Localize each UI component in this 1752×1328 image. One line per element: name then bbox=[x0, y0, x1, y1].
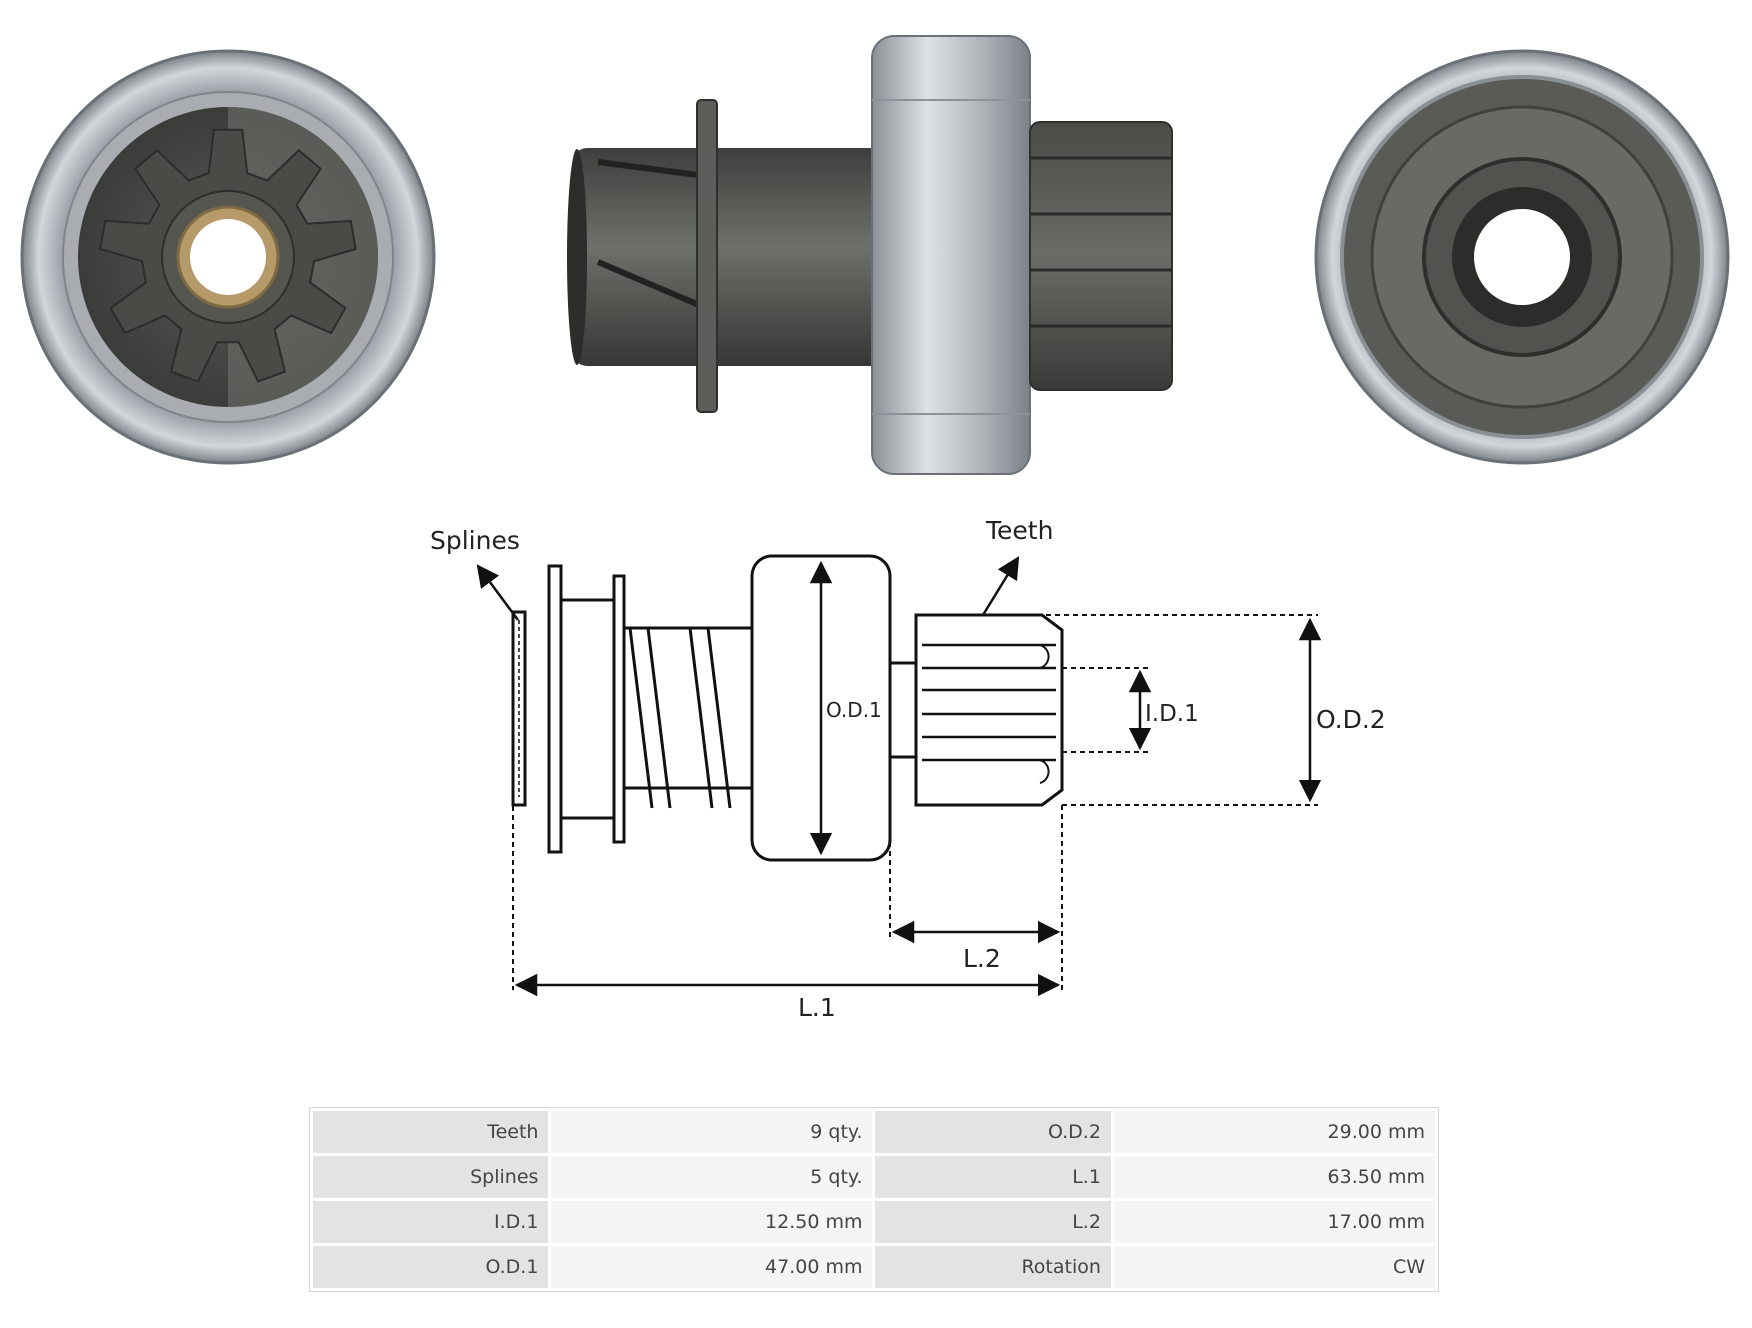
spec-name: O.D.1 bbox=[313, 1246, 549, 1288]
dimension-lines bbox=[476, 556, 1322, 997]
rear-view-photo bbox=[1314, 49, 1730, 465]
spec-value: 5 qty. bbox=[551, 1156, 873, 1198]
spec-name: L.1 bbox=[875, 1156, 1111, 1198]
od1-label: O.D.1 bbox=[826, 698, 882, 722]
spec-value: 17.00 mm bbox=[1113, 1201, 1435, 1243]
od2-label: O.D.2 bbox=[1316, 705, 1386, 734]
spec-name: I.D.1 bbox=[313, 1201, 549, 1243]
teeth-label: Teeth bbox=[985, 516, 1053, 545]
side-view-photo bbox=[567, 35, 1173, 475]
spec-value: 29.00 mm bbox=[1113, 1111, 1435, 1153]
splines-label: Splines bbox=[430, 526, 520, 555]
l1-label: L.1 bbox=[798, 993, 836, 1022]
spec-value: 12.50 mm bbox=[551, 1201, 873, 1243]
l2-label: L.2 bbox=[963, 944, 1001, 973]
spec-value: 47.00 mm bbox=[551, 1246, 873, 1288]
spec-name: L.2 bbox=[875, 1201, 1111, 1243]
front-view-photo bbox=[20, 49, 436, 465]
spec-name: Teeth bbox=[313, 1111, 549, 1153]
spec-value: 9 qty. bbox=[551, 1111, 873, 1153]
spec-name: O.D.2 bbox=[875, 1111, 1111, 1153]
id1-label: I.D.1 bbox=[1145, 701, 1199, 727]
spec-value: 63.50 mm bbox=[1113, 1156, 1435, 1198]
dimension-drawing bbox=[511, 554, 1064, 862]
spec-name: Splines bbox=[313, 1156, 549, 1198]
spec-value: CW bbox=[1113, 1246, 1435, 1288]
spec-name: Rotation bbox=[875, 1246, 1111, 1288]
